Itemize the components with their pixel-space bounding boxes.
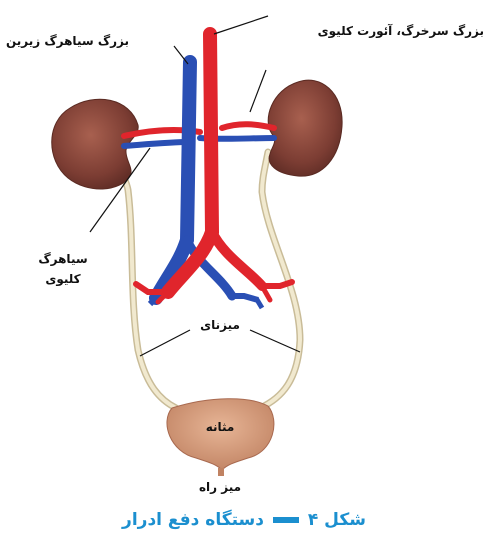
label-renal-vein-line1: سیاهرگ xyxy=(28,252,98,266)
label-bladder: مثانه xyxy=(190,420,250,434)
figure-caption: شکل ۴ دستگاه دفع ادرار xyxy=(0,510,488,530)
caption-prefix: شکل xyxy=(324,510,366,530)
caption-dash xyxy=(273,517,299,523)
urethra xyxy=(218,468,224,476)
label-urethra: میز راه xyxy=(180,480,260,494)
aorta xyxy=(136,34,292,302)
label-aorta: بزرگ سرخرگ، آئورت کلیوی xyxy=(318,24,484,38)
leader-ureter-left xyxy=(140,330,190,356)
renal-vessels xyxy=(124,124,274,146)
leader-aorta xyxy=(214,16,268,34)
caption-number: ۴ xyxy=(308,510,318,530)
leader-vena-cava xyxy=(174,46,188,64)
label-renal-vein: سیاهرگ کلیوی xyxy=(28,252,98,287)
leader-ureter-right xyxy=(250,330,300,352)
leader-renal-artery xyxy=(250,70,266,112)
right-kidney xyxy=(268,80,342,176)
label-ureter: میزنای xyxy=(180,318,260,332)
caption-text: دستگاه دفع ادرار xyxy=(122,510,264,530)
label-renal-vein-line2: کلیوی xyxy=(28,272,98,286)
label-inferior-vena-cava: بزرگ سیاهرگ زیرین xyxy=(6,34,129,48)
